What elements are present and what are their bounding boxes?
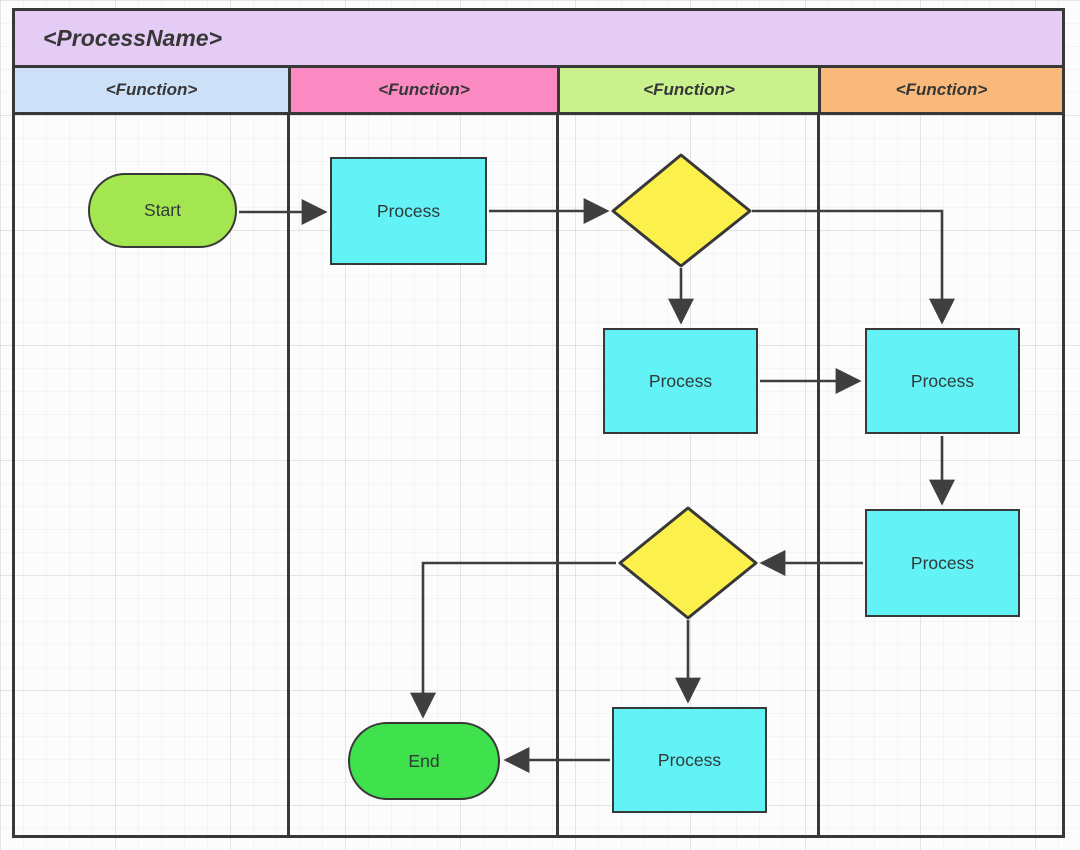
process4-node-label: Process xyxy=(910,552,975,573)
connector-decision2-to-end[interactable] xyxy=(410,561,616,719)
lane-header-1-label: <Function> xyxy=(105,80,198,99)
process2-node-label: Process xyxy=(648,370,713,391)
lane-separator-2 xyxy=(556,112,559,838)
connector-decision1-to-process3[interactable] xyxy=(752,209,955,325)
process4-node[interactable]: Process xyxy=(865,509,1020,617)
process5-node[interactable]: Process xyxy=(612,707,767,813)
lane-header-3[interactable]: <Function> xyxy=(557,65,821,115)
start-node[interactable]: Start xyxy=(88,173,237,248)
start-node-label: Start xyxy=(144,200,181,220)
decision2-diamond[interactable] xyxy=(618,506,758,620)
lane-separator-3 xyxy=(817,112,820,838)
process1-node[interactable]: Process xyxy=(330,157,487,265)
lane-header-4[interactable]: <Function> xyxy=(818,65,1065,115)
pool-title-label: <ProcessName> xyxy=(43,24,223,51)
lane-header-2[interactable]: <Function> xyxy=(288,65,560,115)
process2-node[interactable]: Process xyxy=(603,328,758,434)
lane-separator-1 xyxy=(287,112,290,838)
lane-header-1[interactable]: <Function> xyxy=(12,65,291,115)
process3-node[interactable]: Process xyxy=(865,328,1020,434)
decision1-diamond[interactable] xyxy=(611,153,752,268)
lane-header-3-label: <Function> xyxy=(643,80,735,99)
process5-node-label: Process xyxy=(657,749,722,770)
lane-header-2-label: <Function> xyxy=(378,80,470,99)
process3-node-label: Process xyxy=(910,370,975,391)
end-node[interactable]: End xyxy=(348,722,500,800)
lane-header-4-label: <Function> xyxy=(895,80,988,99)
process1-node-label: Process xyxy=(376,200,441,221)
end-node-label: End xyxy=(408,750,440,771)
